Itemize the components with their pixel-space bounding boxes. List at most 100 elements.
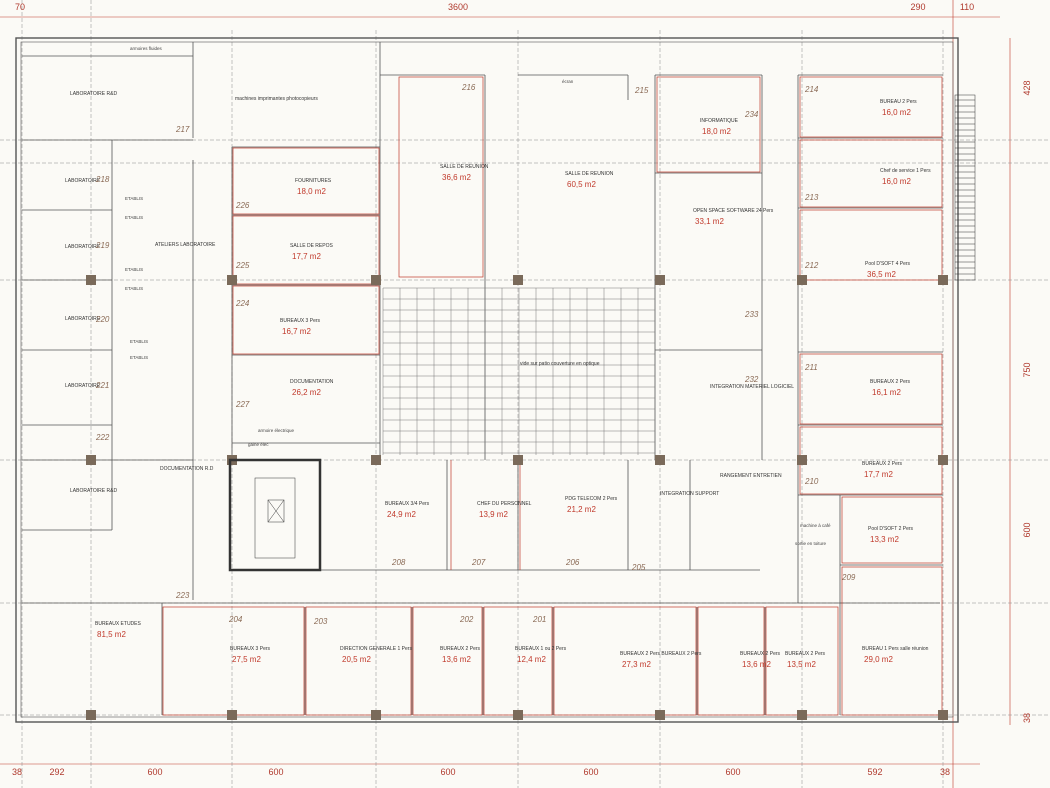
room-number: 221 <box>95 381 109 390</box>
structural-column <box>513 275 523 285</box>
room-name: SALLE DE REPOS <box>290 243 333 249</box>
room-number: 222 <box>95 433 110 442</box>
room-number: 210 <box>804 477 819 486</box>
room-name: LABORATOIRE <box>65 383 101 389</box>
red-partition-lines <box>162 76 943 716</box>
dimension-label: 428 <box>1022 80 1032 95</box>
room-name: INTEGRATION SUPPORT <box>660 491 719 497</box>
room-number: 211 <box>804 363 818 372</box>
room-number: 232 <box>744 375 759 384</box>
dimension-label: 600 <box>583 767 598 777</box>
room-name: LABORATOIRE <box>65 244 101 250</box>
small-label: armoires fluides <box>130 46 163 51</box>
structural-column <box>938 275 948 285</box>
room-name: BUREAUX 3 Pers <box>280 318 321 324</box>
structural-column <box>227 275 237 285</box>
structural-column <box>86 710 96 720</box>
room-name: machines imprimantes photocopieurs <box>235 96 318 102</box>
room-number: 212 <box>804 261 819 270</box>
room-number: 209 <box>841 573 856 582</box>
structural-column <box>797 710 807 720</box>
patio-skylight-grid <box>382 287 656 455</box>
room-area: 36,6 m2 <box>442 173 471 182</box>
room-name: BUREAUX 3 Pers <box>230 646 271 652</box>
room-number: 208 <box>391 558 406 567</box>
room-area: 81,5 m2 <box>97 630 126 639</box>
room-area: 13,9 m2 <box>479 510 508 519</box>
room-number: 216 <box>461 83 476 92</box>
dimension-label: 70 <box>15 2 25 12</box>
room-area: 16,0 m2 <box>882 177 911 186</box>
room-name: Pool D'SOFT 4 Pers <box>865 261 911 267</box>
room-number: 234 <box>744 110 759 119</box>
room-name: BUREAUX 2 Pers BUREAUX 2 Pers <box>620 651 702 657</box>
room-name: BUREAUX 1 ou 2 Pers <box>515 646 567 652</box>
room-area: 24,9 m2 <box>387 510 416 519</box>
room-area: 27,5 m2 <box>232 655 261 664</box>
room-name: Chef de service 1 Pers <box>880 168 931 174</box>
room-area: 27,3 m2 <box>622 660 651 669</box>
small-label: ETABLIS <box>130 355 148 360</box>
small-label: ETABLIS <box>125 196 143 201</box>
structural-column <box>371 275 381 285</box>
dimension-label: 38 <box>940 767 950 777</box>
room-name: LABORATOIRE R&D <box>70 91 117 97</box>
structural-column <box>513 455 523 465</box>
room-name: BUREAU 1 Pers salle réunion <box>862 646 929 652</box>
dimension-label: 600 <box>147 767 162 777</box>
room-name: INTEGRATION MATERIEL LOGICIEL <box>710 384 794 390</box>
room-area: 13,6 m2 <box>742 660 771 669</box>
room-area: 20,5 m2 <box>342 655 371 664</box>
structural-column <box>655 275 665 285</box>
room-number: 224 <box>235 299 250 308</box>
small-label: écran <box>562 79 574 84</box>
room-area: 17,7 m2 <box>864 470 893 479</box>
dimension-label: 38 <box>1022 713 1032 723</box>
room-number: 226 <box>235 201 250 210</box>
room-area: 18,0 m2 <box>702 127 731 136</box>
room-area: 21,2 m2 <box>567 505 596 514</box>
room-number: 227 <box>235 400 250 409</box>
room-area: 13,5 m2 <box>787 660 816 669</box>
small-label: ETABLIS <box>130 339 148 344</box>
room-number: 214 <box>804 85 819 94</box>
small-label: ETABLIS <box>125 286 143 291</box>
room-name: ATELIERS LABORATOIRE <box>155 242 216 248</box>
room-area: 16,7 m2 <box>282 327 311 336</box>
dimension-label: 600 <box>725 767 740 777</box>
room-number: 201 <box>532 615 546 624</box>
small-label: gaine élec <box>248 442 269 447</box>
room-name: BUREAUX 2 Pers <box>785 651 826 657</box>
dimension-lines <box>0 0 1011 788</box>
room-name: SALLE DE REUNION <box>565 171 614 177</box>
structural-column <box>371 710 381 720</box>
dimension-label: 38 <box>12 767 22 777</box>
structural-column <box>938 455 948 465</box>
room-name: RANGEMENT ENTRETIEN <box>720 473 782 479</box>
room-name: BUREAU 2 Pers <box>880 99 917 105</box>
room-area: 16,1 m2 <box>872 388 901 397</box>
room-number: 207 <box>471 558 486 567</box>
room-name: PDG TELECOM 2 Pers <box>565 496 618 502</box>
dimension-label: 292 <box>49 767 64 777</box>
room-name: BUREAUX 2 Pers <box>440 646 481 652</box>
structural-column <box>655 710 665 720</box>
small-label: sortie en toiture <box>795 541 827 546</box>
room-name: BUREAUX ETUDES <box>95 621 142 627</box>
room-number: 213 <box>804 193 819 202</box>
dimension-label: 290 <box>910 2 925 12</box>
dimension-label: 600 <box>268 767 283 777</box>
room-number: 225 <box>235 261 250 270</box>
room-name: Pool D'SOFT 2 Pers <box>868 526 914 532</box>
room-name: OPEN SPACE SOFTWARE 24 Pers <box>693 208 774 214</box>
room-number: 233 <box>744 310 759 319</box>
room-number: 215 <box>634 86 649 95</box>
room-number: 204 <box>228 615 243 624</box>
room-number: 203 <box>313 617 328 626</box>
small-label: ETABLIS <box>125 215 143 220</box>
structural-column <box>797 275 807 285</box>
room-name: BUREAUX 3/4 Pers <box>385 501 430 507</box>
structural-column <box>797 455 807 465</box>
room-name: CHEF DU PERSONNEL <box>477 501 532 507</box>
